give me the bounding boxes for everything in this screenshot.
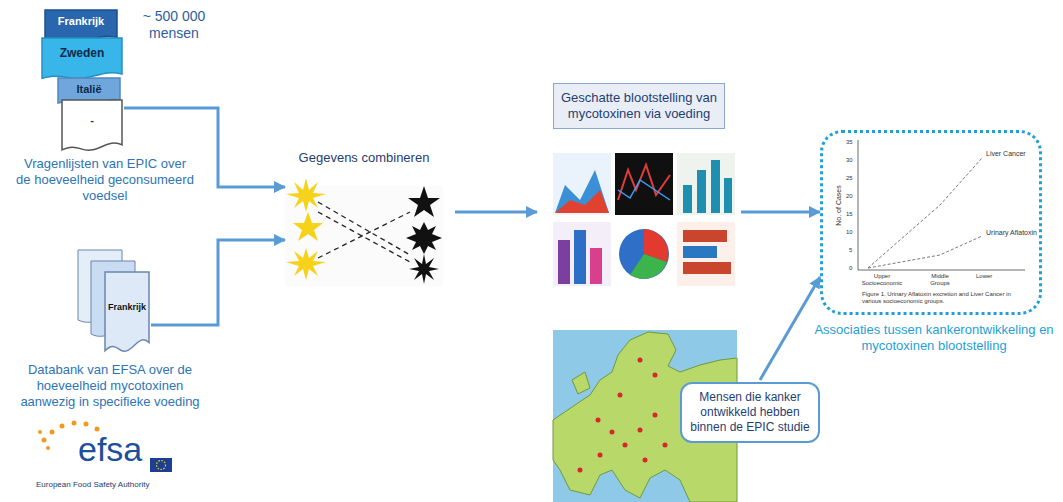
- node-text: Associaties tussen kankerontwikkeling en…: [811, 322, 1057, 354]
- axis-tick: 5: [849, 247, 852, 253]
- paper-sheet: -Vragenlijsten van EPIC over de hoeveelh…: [62, 100, 122, 152]
- axis-tick: 25: [846, 175, 853, 181]
- node-text: Frankrijk: [45, 10, 117, 27]
- axis-tick: 35: [846, 139, 853, 145]
- axis-category: Lower: [976, 273, 992, 279]
- paper-outline: [62, 100, 122, 152]
- paper-sheet: FrankrijkDatabank van EFSA over de hoeve…: [105, 272, 149, 354]
- node-text: Frankrijk: [105, 272, 149, 312]
- figure-caption: Figure 1. Urinary Aflatoxin excretion an…: [862, 291, 1026, 305]
- node-text: Geschatte blootstelling van mycotoxinen …: [553, 83, 725, 129]
- axis-category: Upper Socioeconomic: [860, 273, 904, 287]
- population-count: ~ 500 000 mensen: [128, 8, 220, 42]
- axis-tick: 30: [846, 157, 853, 163]
- node-text: Italië: [58, 78, 120, 95]
- logo-text: efsa: [78, 430, 142, 468]
- chart-icons: [553, 153, 735, 286]
- series-label: Urinary Aflatoxin: [986, 229, 1037, 236]
- axis-tick: 10: [846, 229, 853, 235]
- paper-shape: [45, 10, 117, 41]
- paper-outline: [105, 272, 149, 354]
- axis-title: No. of Cases: [835, 185, 842, 225]
- exposure-panel: Geschatte blootstelling van mycotoxinen …: [553, 83, 737, 288]
- axis-tick: 20: [846, 193, 853, 199]
- paper-shape: [105, 272, 149, 351]
- node-text: Gegevens combineren: [285, 148, 443, 166]
- callout-box: Mensen die kanker ontwikkeld hebben binn…: [680, 382, 820, 443]
- axis-tick: 15: [846, 211, 853, 217]
- axis-tick: 0: [849, 265, 852, 271]
- combine-panel: Gegevens combineren: [285, 148, 443, 288]
- node-text: Zweden: [42, 38, 122, 60]
- eu-flag: [150, 458, 172, 472]
- flow-arrow: [455, 211, 537, 214]
- paper-sheet: Zweden: [42, 38, 122, 80]
- flow-arrow: [151, 240, 285, 325]
- logo-subtitle: European Food Safety Authority: [36, 480, 149, 490]
- axis-category: Middle Groups: [922, 273, 958, 287]
- node-text: -: [62, 100, 122, 126]
- flow-arrow: [741, 211, 820, 214]
- result-chart: [846, 138, 1032, 310]
- paper-shape: [42, 38, 122, 79]
- flow-arrow: [760, 277, 820, 380]
- result-box: Associaties tussen kankerontwikkeling en…: [820, 130, 1042, 315]
- paper-sheet: Frankrijk: [45, 10, 117, 42]
- node-caption: Databank van EFSA over de hoeveelheid my…: [13, 362, 207, 410]
- series-label: Liver Cancer: [986, 150, 1026, 157]
- stars-illustration: [285, 178, 443, 286]
- paper-shape: [62, 100, 122, 150]
- node-text: Mensen die kanker ontwikkeld hebben binn…: [688, 390, 812, 435]
- node-caption: Vragenlijsten van EPIC over de hoeveelhe…: [15, 156, 195, 204]
